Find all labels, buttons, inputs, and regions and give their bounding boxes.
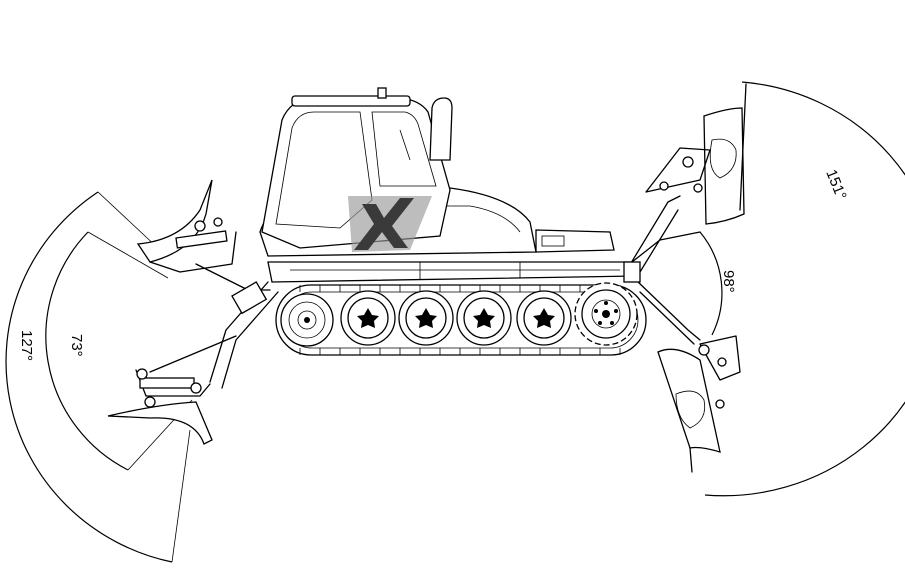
rear-inner-angle-label: 73° [68, 334, 85, 357]
rear-tiller-arm [149, 281, 279, 389]
road-wheel [398, 290, 454, 346]
drive-sprocket [574, 282, 638, 346]
front-blade-arm [623, 195, 701, 345]
front-outer-angle-arc [704, 81, 905, 497]
front-outer-angle-label: 151° [822, 167, 849, 202]
front-blade-raised [645, 83, 747, 225]
rear-tiller-lowered [107, 368, 213, 445]
x-logo [348, 196, 432, 252]
idler-wheel [280, 293, 334, 347]
front-blade-lowered [657, 335, 741, 473]
rear-outer-angle-arc [5, 191, 191, 563]
rear-tiller-raised [136, 179, 271, 291]
road-wheel [456, 290, 512, 346]
road-wheel [516, 290, 572, 346]
rear-inner-angle-arc [45, 231, 193, 471]
front-inner-angle-arc [699, 231, 723, 336]
chassis [267, 261, 637, 283]
rear-outer-angle-label: 127° [18, 330, 35, 361]
exhaust-pipe [429, 97, 453, 161]
road-wheel [340, 290, 396, 346]
front-inner-angle-label: 98° [720, 270, 737, 293]
